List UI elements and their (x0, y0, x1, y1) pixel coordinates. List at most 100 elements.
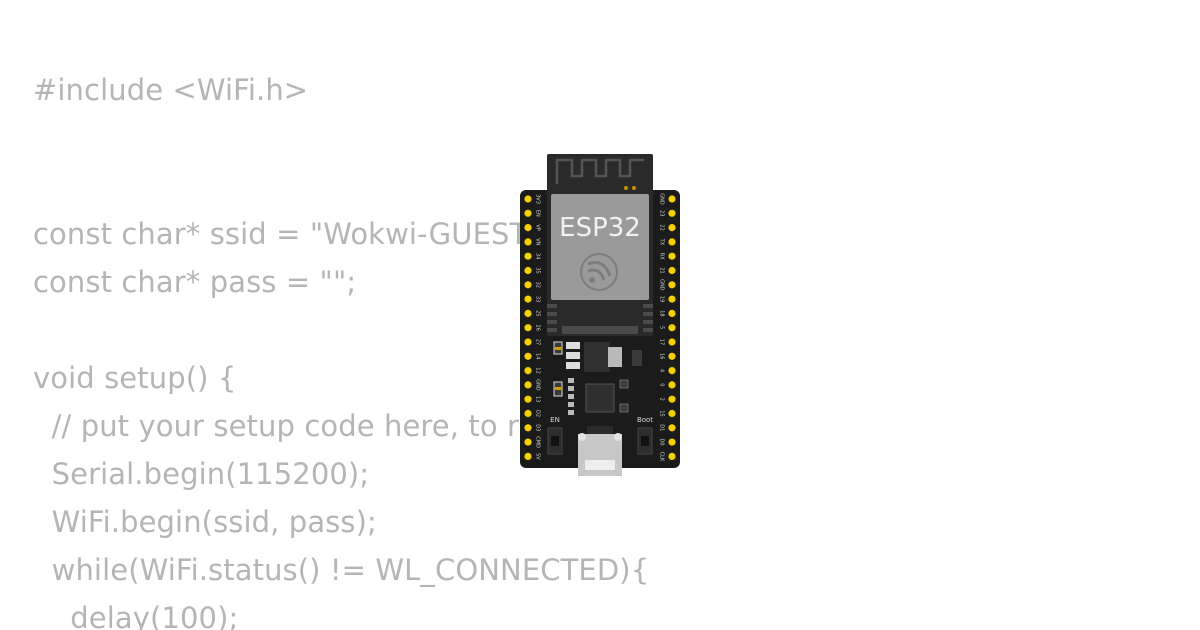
right-pin-d0[interactable] (668, 438, 676, 446)
right-pin-label: 2 (659, 398, 665, 401)
left-pin-label: 27 (535, 339, 541, 345)
antenna-trace (555, 158, 644, 184)
code-line: delay(100); (33, 601, 239, 630)
left-pin-label: 25 (535, 310, 541, 316)
right-pin-label: 15 (659, 410, 665, 416)
left-pin-label: VP (535, 224, 541, 230)
left-pin-13[interactable] (524, 395, 532, 403)
right-pin-label: 23 (659, 210, 665, 216)
left-pin-gnd[interactable] (524, 381, 532, 389)
left-pin-label: 35 (535, 267, 541, 273)
right-pin-label: 4 (659, 369, 665, 372)
right-pin-label: D0 (659, 439, 665, 446)
right-pin-label: GND (659, 279, 665, 291)
left-pin-26[interactable] (524, 324, 532, 332)
boot-button[interactable] (637, 427, 653, 455)
left-pin-12[interactable] (524, 367, 532, 375)
right-pin-clk[interactable] (668, 452, 676, 460)
right-pin-18[interactable] (668, 309, 676, 317)
left-pin-label: 26 (535, 325, 541, 331)
left-pin-label: VN (535, 238, 541, 245)
regulator-tab (608, 347, 622, 367)
code-editor-text: #include <WiFi.h> const char* ssid = "Wo… (33, 66, 649, 630)
left-pin-33[interactable] (524, 295, 532, 303)
en-button[interactable] (547, 427, 563, 455)
right-pin-2[interactable] (668, 395, 676, 403)
left-pin-5v[interactable] (524, 452, 532, 460)
right-pin-17[interactable] (668, 338, 676, 346)
left-pin-35[interactable] (524, 266, 532, 275)
right-pin-label: 18 (659, 310, 665, 316)
right-pin-label: GND (659, 193, 665, 205)
micro-usb-port[interactable] (578, 426, 622, 476)
code-line: const char* pass = ""; (33, 265, 357, 299)
right-pin-19[interactable] (668, 295, 676, 303)
code-line: while(WiFi.status() != WL_CONNECTED){ (33, 553, 650, 587)
code-line: void setup() { (33, 361, 237, 395)
left-pin-32[interactable] (524, 281, 532, 289)
code-line: WiFi.begin(ssid, pass); (33, 505, 377, 539)
left-pin-label: CMD (535, 436, 541, 448)
left-pin-label: 13 (535, 396, 541, 402)
left-pin-cmd[interactable] (524, 438, 532, 446)
right-pin-label: 22 (659, 224, 665, 230)
right-pin-label: RX (659, 253, 665, 260)
left-pin-34[interactable] (524, 252, 532, 260)
right-pin-label: 5 (659, 326, 665, 329)
right-pin-4[interactable] (668, 367, 676, 375)
left-pin-label: D3 (535, 424, 541, 431)
esp32-board[interactable]: ESP32 (520, 154, 680, 476)
left-pin-27[interactable] (524, 338, 532, 346)
right-pin-tx[interactable] (668, 238, 676, 246)
right-pin-label: CLK (659, 452, 665, 462)
left-pin-25[interactable] (524, 309, 532, 317)
left-pin-label: GND (535, 379, 541, 391)
voltage-regulator (584, 342, 610, 372)
left-pin-label: 32 (535, 282, 541, 288)
left-pin-label: 14 (535, 353, 541, 359)
espressif-logo-icon (580, 253, 618, 291)
left-pin-vn[interactable] (524, 238, 532, 246)
left-pin-label: 33 (535, 296, 541, 302)
smd-components (553, 341, 642, 415)
right-pin-23[interactable] (668, 209, 676, 217)
right-pin-16[interactable] (668, 352, 676, 360)
right-pin-rx[interactable] (668, 252, 676, 260)
code-line: #include <WiFi.h> (33, 73, 309, 107)
code-line: const char* ssid = "Wokwi-GUEST"; (33, 217, 551, 251)
left-pin-label: 3V3 (535, 194, 541, 204)
en-button-label: EN (550, 416, 560, 424)
right-pin-label: 19 (659, 296, 665, 302)
right-pin-15[interactable] (668, 409, 676, 418)
right-pin-label: 17 (659, 339, 665, 345)
left-pin-3v3[interactable] (524, 195, 532, 203)
right-pin-gnd[interactable] (668, 195, 676, 203)
left-pin-label: 34 (535, 253, 541, 259)
right-pin-0[interactable] (668, 381, 676, 389)
left-pin-d2[interactable] (524, 409, 532, 418)
left-pin-14[interactable] (524, 352, 532, 360)
left-pin-label: 12 (535, 367, 541, 373)
right-pin-label: D1 (659, 424, 665, 431)
left-pin-label: EN (535, 210, 541, 217)
right-pin-label: 16 (659, 353, 665, 359)
module-pads (547, 304, 653, 334)
chip-label: ESP32 (559, 213, 641, 243)
left-pin-vp[interactable] (524, 224, 532, 232)
esp32-board-graphic: ESP32 (520, 154, 680, 476)
right-pin-d1[interactable] (668, 424, 676, 432)
left-pin-label: 5V (535, 453, 541, 460)
left-pin-d3[interactable] (524, 424, 532, 432)
right-pin-gnd[interactable] (668, 281, 676, 289)
metal-shield (551, 194, 649, 300)
usb-uart-chip (585, 383, 615, 413)
boot-button-label: Boot (637, 416, 653, 424)
right-pin-21[interactable] (668, 266, 676, 275)
left-pin-en[interactable] (524, 209, 532, 217)
right-pin-22[interactable] (668, 224, 676, 232)
code-line: Serial.begin(115200); (33, 457, 370, 491)
right-pin-5[interactable] (668, 324, 676, 332)
left-pin-label: D2 (535, 410, 541, 417)
